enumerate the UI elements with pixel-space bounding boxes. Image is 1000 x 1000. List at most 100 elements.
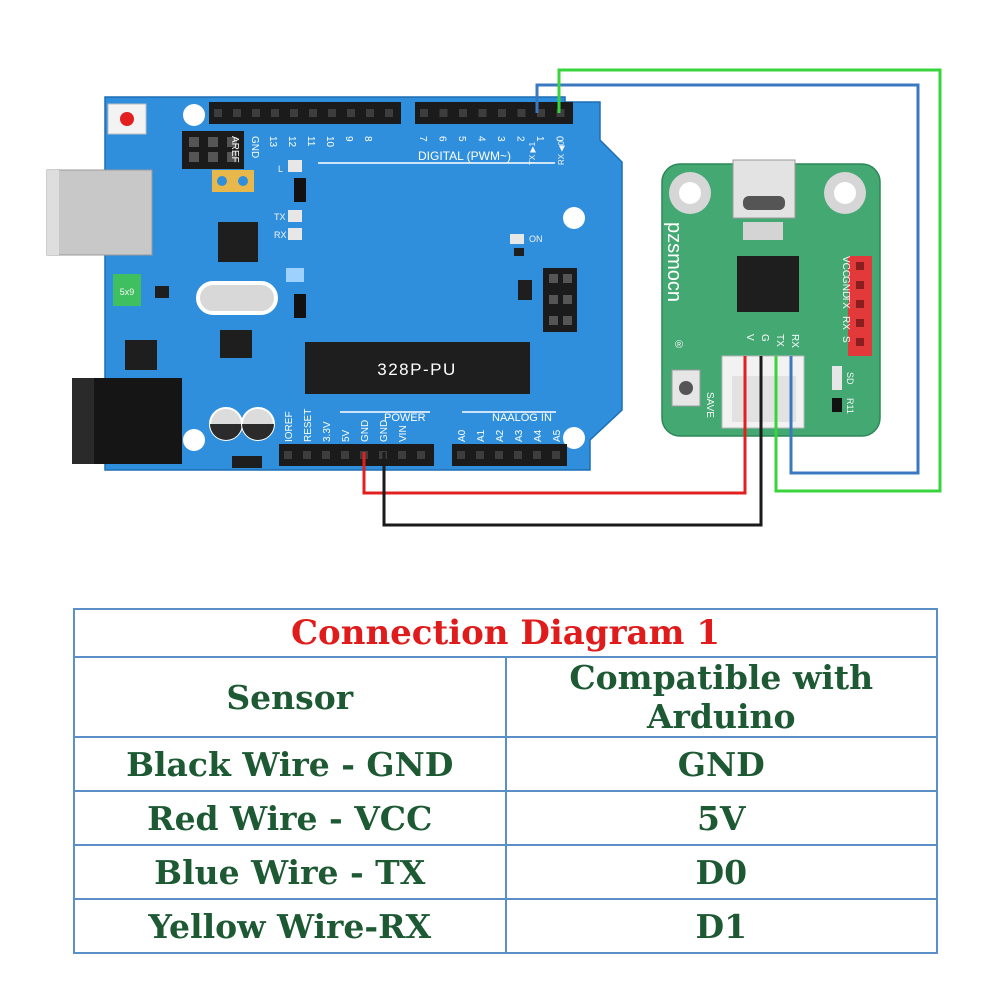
pin-label-power: RESET (303, 409, 314, 442)
pin-label-gnd: GND (249, 136, 260, 158)
header-pin (856, 300, 864, 308)
red-wire (362, 356, 747, 495)
sensor-cell: Yellow Wire-RX (73, 898, 507, 954)
svg-text:SD: SD (845, 372, 855, 385)
resistor (294, 178, 306, 202)
sensor-cell: Blue Wire - TX (73, 844, 507, 900)
power-header (279, 444, 434, 466)
table-row: Red Wire - VCC 5V (73, 790, 938, 846)
header-pin (385, 109, 393, 117)
svg-text:R11: R11 (845, 398, 855, 414)
pin-label-digital: 10 (324, 136, 335, 148)
arduino-cell: 5V (504, 790, 938, 846)
module-pin-label: RX (840, 316, 851, 330)
svg-text:POWER: POWER (384, 412, 426, 424)
svg-text:TX: TX (274, 212, 286, 222)
module-pin-label: VCC (840, 256, 851, 277)
arduino-cell: D1 (504, 898, 938, 954)
header-pin (439, 109, 448, 117)
solder-jumper (212, 170, 254, 192)
usb-port (46, 169, 153, 256)
pin-label-digital: 6 (437, 136, 448, 142)
mounting-hole (183, 429, 205, 451)
header-pin (347, 109, 355, 117)
svg-text:SAVE: SAVE (704, 392, 715, 418)
voltage-regulator (125, 340, 157, 370)
oscillator (196, 281, 278, 315)
header-pin (552, 451, 560, 459)
pin-label-analog: A1 (476, 429, 487, 442)
svg-text:DIGITAL (PWM~): DIGITAL (PWM~) (418, 149, 511, 163)
header-pin (459, 109, 467, 117)
header-pin (290, 109, 298, 117)
black-wire (382, 356, 763, 527)
header-pin (856, 262, 864, 270)
pin-label-digital: 8 (362, 136, 373, 142)
svg-text:5x9: 5x9 (120, 287, 135, 297)
table-row: Blue Wire - TX D0 (73, 844, 938, 900)
svg-text:RX ◀0: RX ◀0 (557, 141, 566, 165)
header-pin (252, 109, 260, 117)
pin-label-digital: 4 (476, 136, 487, 142)
svg-text:TX ▶1: TX ▶1 (528, 141, 537, 165)
pin-label-analog: A4 (533, 429, 544, 442)
module-connector-label: RX (789, 334, 800, 348)
column-header-sensor: Sensor (73, 656, 507, 738)
pin-label-power: 5V (341, 429, 352, 442)
module-pin-label: TX (840, 296, 851, 309)
svg-text:NAALOG IN: NAALOG IN (492, 412, 552, 424)
pin-label-power: GND (360, 420, 371, 442)
wires (362, 68, 942, 527)
header-pin (457, 451, 465, 459)
mounting-hole (563, 427, 585, 449)
header-pin (495, 451, 503, 459)
header-pin (478, 109, 487, 117)
icsp-header-right (543, 268, 577, 332)
svg-text:328P-PU: 328P-PU (377, 360, 456, 379)
header-pin (417, 451, 425, 459)
pin-label-digital: 11 (305, 136, 316, 147)
arduino-cell: GND (504, 736, 938, 792)
pin-label-analog: A5 (552, 429, 563, 442)
svg-text:®: ® (675, 339, 683, 351)
module-connector-label: TX (774, 334, 785, 347)
mounting-hole (183, 104, 205, 126)
pin-label-digital: 9 (343, 136, 354, 142)
header-pin (309, 109, 317, 117)
header-pin (476, 451, 484, 459)
analog-header (452, 444, 567, 466)
pin-label-power: IOREF (284, 411, 295, 442)
mounting-hole (563, 207, 585, 229)
header-pin (233, 109, 241, 117)
header-pin (214, 109, 222, 117)
header-pin (341, 451, 349, 459)
module-connector-label: G (759, 334, 770, 342)
serial-chip (737, 256, 799, 312)
header-pin (271, 109, 279, 117)
header-pin (537, 109, 545, 117)
header-pin (856, 338, 864, 346)
pin-label-power: 3.3V (322, 421, 333, 442)
module-pin-label: S (840, 336, 851, 343)
module-pin-label: GND (840, 276, 851, 298)
svg-text:L: L (278, 164, 283, 174)
pin-label-aref: AREF (229, 136, 240, 163)
svg-text:RX: RX (274, 230, 287, 240)
pin-label-analog: A2 (495, 429, 506, 442)
pin-label-digital: 0 (554, 136, 565, 142)
usb-chip (218, 222, 258, 262)
arduino-board: 5x9 L TX RX ON (46, 96, 623, 471)
table-title: Connection Diagram 1 (73, 608, 938, 658)
header-pin (398, 451, 406, 459)
blue-wire (535, 83, 920, 475)
pin-label-power: VIN (398, 425, 409, 442)
table-row: Yellow Wire-RX D1 (73, 898, 938, 954)
pin-label-digital: 3 (495, 136, 506, 142)
arduino-cell: D0 (504, 844, 938, 900)
pin-label-digital: 1 (534, 136, 545, 142)
svg-text:ON: ON (529, 234, 543, 244)
digital-header-low (415, 102, 573, 124)
green-wire (557, 68, 942, 493)
header-pin (514, 451, 522, 459)
